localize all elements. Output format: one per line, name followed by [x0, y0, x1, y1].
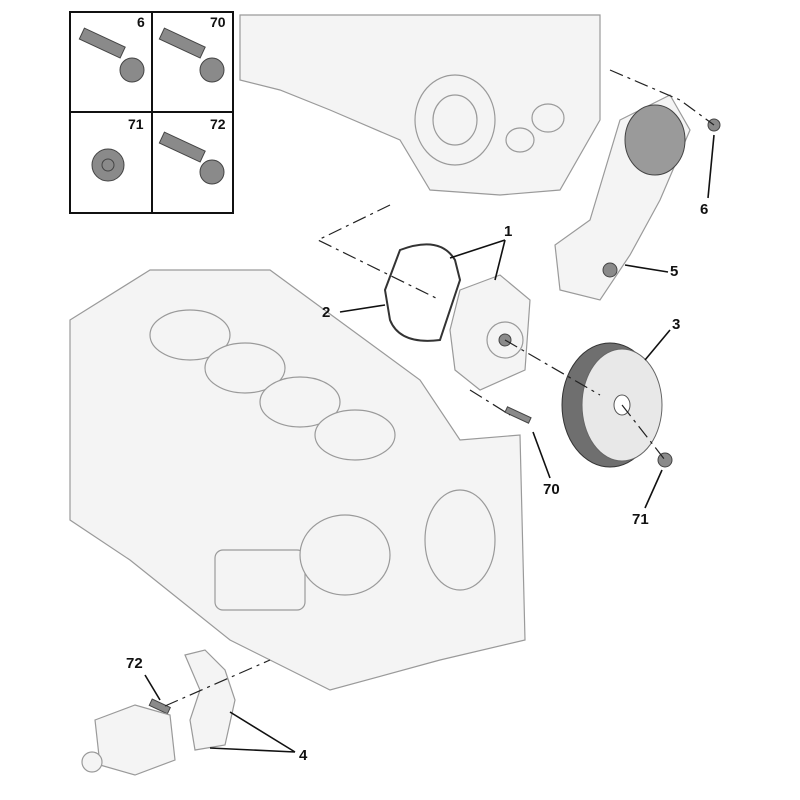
callout-3: 3: [672, 316, 681, 333]
callout-72: 72: [126, 655, 143, 672]
inset-label-70: 70: [210, 14, 226, 30]
belt-tensioner: [554, 94, 691, 301]
water-pump-pulley: [561, 342, 663, 468]
upper-engine-block: [239, 14, 601, 196]
callout-1: 1: [504, 223, 513, 240]
callout-5: 5: [670, 263, 679, 280]
inset-label-72: 72: [210, 116, 226, 132]
bolt-70: [504, 406, 532, 424]
inset-label-6: 6: [137, 14, 145, 30]
callout-6: 6: [700, 201, 709, 218]
leader-lines: [144, 134, 715, 753]
callout-70: 70: [543, 481, 560, 498]
inset-label-71: 71: [128, 116, 144, 132]
lower-engine-block: [69, 269, 526, 691]
callout-2: 2: [322, 304, 331, 321]
alignment-lines: [164, 69, 715, 707]
water-pump-gasket: [383, 243, 462, 342]
auxiliary-pump-and-bracket: [81, 649, 236, 776]
fastener-inset: [69, 11, 234, 214]
water-pump: [449, 274, 531, 391]
bolt-72: [148, 698, 171, 715]
callout-4: 4: [299, 747, 308, 764]
callout-71: 71: [632, 511, 649, 528]
nut-71: [657, 452, 673, 468]
